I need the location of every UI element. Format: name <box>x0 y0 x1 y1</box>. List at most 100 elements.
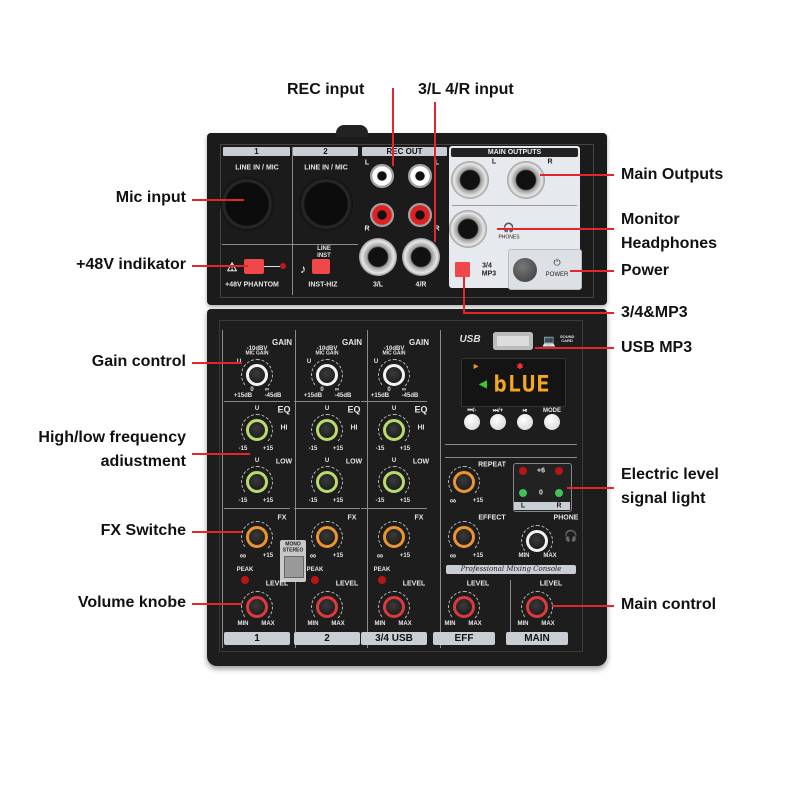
input-4r-jack[interactable] <box>402 238 440 276</box>
ch2-min-label: MIN <box>307 621 319 627</box>
main-level-knob[interactable] <box>526 596 548 618</box>
mode-button[interactable] <box>544 414 560 430</box>
ch1-low-p15-label: +15 <box>262 498 274 504</box>
input-r-rca-jack[interactable] <box>408 203 432 227</box>
phone-label: PHONE <box>553 514 579 522</box>
ch3-hi-eq-knob[interactable] <box>383 419 405 441</box>
ch3-level-knob[interactable] <box>383 596 405 618</box>
main-min-label: MIN <box>517 621 529 627</box>
ch2-header: 2 <box>293 147 358 156</box>
ch3-low-eq-knob[interactable] <box>383 471 405 493</box>
power-button[interactable] <box>513 258 537 282</box>
ch1-peak-label: PEAK <box>236 567 254 573</box>
ch3-low-u-label: U <box>391 458 397 464</box>
ch1-db10-label: -10dBV <box>246 346 268 352</box>
meter-r-label: R <box>556 502 562 510</box>
ch2-gain-knob[interactable] <box>316 364 338 386</box>
ch1-level-knob[interactable] <box>246 596 268 618</box>
section-divider <box>510 580 511 632</box>
ch3-fx-inf-label: ∞ <box>376 550 384 561</box>
ch1-fx-knob[interactable] <box>246 526 268 548</box>
inst-hiz-button[interactable] <box>312 259 330 274</box>
ch1-peak-led <box>241 576 249 584</box>
phone-min-label: MIN <box>518 553 530 559</box>
signal-led-l <box>519 489 527 497</box>
ch2-fx-knob[interactable] <box>316 526 338 548</box>
line-in-mic-label-1: LINE IN / MIC <box>235 164 279 172</box>
ch2-gain-knob-scale <box>311 359 343 391</box>
repeat-label: REPEAT <box>478 461 506 469</box>
strip-divider <box>295 330 296 648</box>
ch2-fx-inf-label: ∞ <box>309 550 317 561</box>
callout-volume: Volume knobe <box>77 594 186 611</box>
ch2-level-knob[interactable] <box>316 596 338 618</box>
eff-level-knob-scale <box>448 591 480 623</box>
stereo-label: STEREO <box>282 547 304 554</box>
ch1-fx-label: FX <box>277 514 287 522</box>
input-4r-label: 4/R <box>415 281 427 289</box>
callout-level-line2: signal light <box>621 490 706 507</box>
ch3-gain-inf-label: ∞ <box>401 387 407 393</box>
peak-led-r <box>555 467 563 475</box>
input-l-rca-jack[interactable] <box>408 164 432 188</box>
signal-led-r <box>555 489 563 497</box>
ch2-low-m15-label: -15 <box>308 498 318 504</box>
laptop-icon: 💻 <box>542 335 556 348</box>
divider <box>222 244 358 245</box>
next-track-button[interactable] <box>490 414 506 430</box>
xlr-combo-jack-1[interactable] <box>220 177 274 231</box>
callout-line <box>192 603 242 605</box>
ch2-peak-led <box>311 576 319 584</box>
rec-r-label: R <box>364 225 370 233</box>
callout-line <box>463 277 465 314</box>
ch2-hi-m15-label: -15 <box>308 446 318 452</box>
ch3-fx-knob[interactable] <box>383 526 405 548</box>
callout-line <box>567 487 614 489</box>
main-out-l-jack[interactable] <box>451 161 489 199</box>
ch2-low-eq-knob[interactable] <box>316 471 338 493</box>
ch2-hi-eq-knob[interactable] <box>316 419 338 441</box>
ch1-low-eq-knob[interactable] <box>246 471 268 493</box>
phantom-connector <box>264 266 280 267</box>
effect-knob[interactable] <box>453 526 475 548</box>
callout-line <box>434 102 436 242</box>
ch1-hi-eq-knob[interactable] <box>246 419 268 441</box>
repeat-knob[interactable] <box>453 471 475 493</box>
ch1-gain-knob[interactable] <box>246 364 268 386</box>
level-arrow-icon: ◀ <box>479 379 487 390</box>
ch2-divider <box>294 401 360 402</box>
main-footer-label: MAIN <box>506 632 568 645</box>
effect-label: EFFECT <box>478 514 506 522</box>
callout-line <box>192 362 242 364</box>
phones-jack[interactable] <box>449 210 487 248</box>
phones-label: PHONES <box>498 234 520 241</box>
input-3l-jack[interactable] <box>359 238 397 276</box>
callout-hilo-line2: adiustment <box>100 453 186 470</box>
callout-line <box>535 347 614 349</box>
ch2-footer-label: 2 <box>294 632 360 645</box>
usb-port[interactable] <box>493 332 533 350</box>
phantom-power-button[interactable] <box>244 259 264 274</box>
ch1-low-u-label: U <box>254 458 260 464</box>
ch2-eq-label: EQ <box>347 404 361 415</box>
plus6-label: +6 <box>537 467 545 475</box>
play-pause-button[interactable] <box>517 414 533 430</box>
eff-level-knob[interactable] <box>453 596 475 618</box>
phone-knob[interactable] <box>526 530 548 552</box>
xlr-combo-jack-2[interactable] <box>299 177 353 231</box>
main-out-r-jack[interactable] <box>507 161 545 199</box>
play-pause-button-label: ⏯ <box>522 408 528 414</box>
src-34-label: 3/4 <box>482 262 492 270</box>
section-divider <box>445 457 577 458</box>
rec-out-l-jack[interactable] <box>370 164 394 188</box>
rec-out-r-jack[interactable] <box>370 203 394 227</box>
prev-track-button[interactable] <box>464 414 480 430</box>
input-3l-label: 3/L <box>372 281 384 289</box>
eff-level-label: LEVEL <box>466 580 490 588</box>
ch2-peak-label: PEAK <box>306 567 324 573</box>
mono-stereo-switch[interactable] <box>284 556 304 578</box>
ch3-gain-knob[interactable] <box>383 364 405 386</box>
source-34-mp3-button[interactable] <box>455 262 470 277</box>
main-level-label: LEVEL <box>539 580 563 588</box>
repeat-p15-label: +15 <box>472 498 484 504</box>
